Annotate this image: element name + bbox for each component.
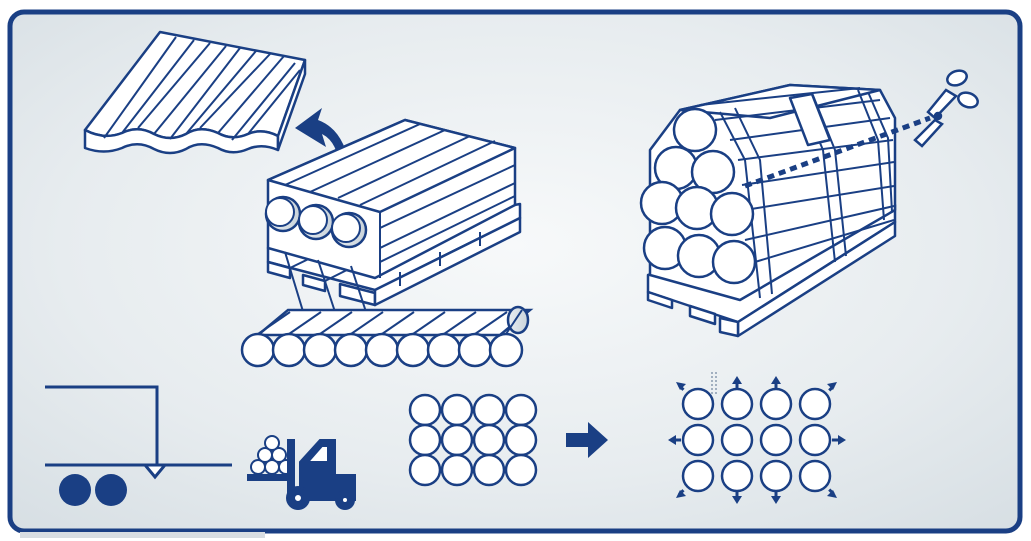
- cut-line-icon: [744, 115, 931, 189]
- strapped-pallet-icon: [639, 83, 897, 338]
- corrugated-sheet-icon: [83, 30, 307, 155]
- forklift-icon: [247, 435, 356, 510]
- truck-icon: [45, 385, 232, 506]
- scissors-icon: [913, 69, 979, 148]
- rolls-row-icon: [240, 305, 534, 368]
- roll-grid-icon: [408, 393, 538, 487]
- separated-rolls-icon: [668, 372, 846, 504]
- rotate-arrow-icon: [295, 108, 350, 170]
- bottom-strip: [20, 532, 265, 538]
- pallet-with-rolls-icon: [264, 118, 522, 307]
- right-arrow-icon: [566, 422, 608, 458]
